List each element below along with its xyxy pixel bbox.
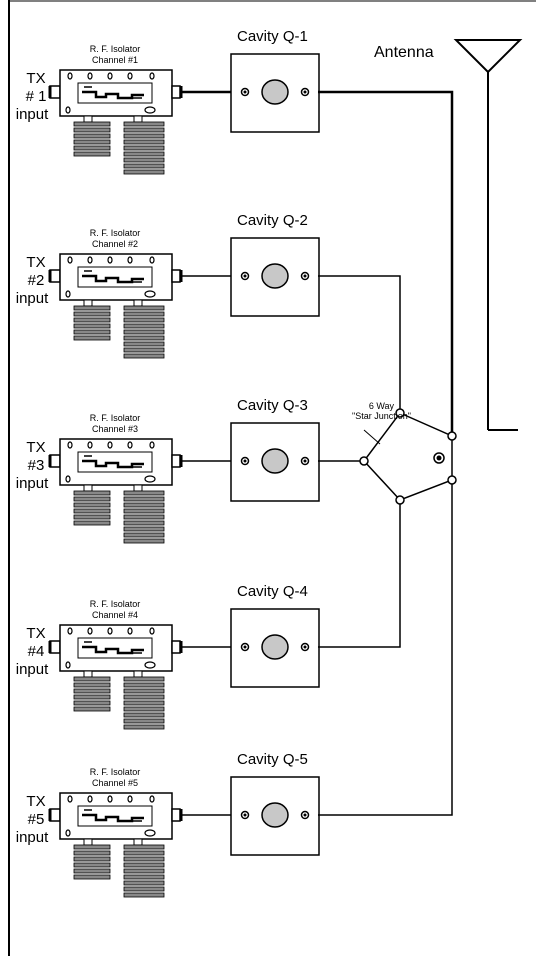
heat-sink	[73, 838, 165, 898]
cavity	[230, 608, 320, 688]
channel-1	[48, 53, 320, 175]
heat-sink	[73, 484, 165, 544]
isolator-output-connector	[171, 808, 181, 822]
rf-isolator	[59, 624, 173, 672]
isolator-label-line1: R. F. Isolator	[89, 413, 141, 423]
cavity-label: Cavity Q-1	[237, 28, 308, 45]
cavity	[230, 776, 320, 856]
isolator-label-line1: R. F. Isolator	[89, 599, 141, 609]
cavity	[230, 53, 320, 133]
channels-group	[48, 53, 320, 898]
tx-label: TX	[26, 439, 46, 456]
cavity-label: Cavity Q-2	[237, 212, 308, 229]
cavity	[230, 237, 320, 317]
star-junction	[359, 408, 457, 505]
antenna-icon	[453, 39, 523, 431]
output-wiring	[318, 90, 454, 816]
tx-input-word: input	[15, 475, 49, 492]
tx-label: TX	[26, 70, 46, 87]
isolator-label-line1: R. F. Isolator	[89, 44, 141, 54]
star-junction-line2: "Star Junction"	[352, 411, 411, 421]
channel-4	[48, 608, 320, 730]
cavity-label: Cavity Q-4	[237, 583, 308, 600]
heat-sink	[73, 670, 165, 730]
tx-channel-number: #2	[27, 272, 45, 289]
tx-label: TX	[26, 625, 46, 642]
isolator-label-line2: Channel #1	[91, 55, 139, 65]
channel-5	[48, 776, 320, 898]
channel-3	[48, 422, 320, 544]
tx-channel-number: #4	[27, 643, 45, 660]
isolator-output-connector	[171, 269, 181, 283]
heat-sink	[73, 115, 165, 175]
antenna-label: Antenna	[374, 44, 434, 61]
rf-isolator	[59, 69, 173, 117]
tx-channel-number: #5	[27, 811, 45, 828]
tx-channel-number: #3	[27, 457, 45, 474]
rf-isolator	[59, 792, 173, 840]
tx-input-word: input	[15, 290, 49, 307]
cavity-label: Cavity Q-5	[237, 751, 308, 768]
star-junction-line1: 6 Way	[368, 401, 395, 411]
heat-sink	[73, 299, 165, 359]
tx-label: TX	[26, 793, 46, 810]
isolator-label-line2: Channel #3	[91, 424, 139, 434]
isolator-output-connector	[171, 640, 181, 654]
isolator-label-line1: R. F. Isolator	[89, 767, 141, 777]
cavity	[230, 422, 320, 502]
tx-channel-number: # 1	[25, 88, 47, 105]
isolator-output-connector	[171, 85, 181, 99]
isolator-label-line2: Channel #5	[91, 778, 139, 788]
isolator-label-line2: Channel #4	[91, 610, 139, 620]
tx-input-word: input	[15, 661, 49, 678]
channel-2	[48, 237, 320, 359]
star-junction-label: 6 Way "Star Junction"	[352, 401, 411, 421]
isolator-output-connector	[171, 454, 181, 468]
isolator-label-line1: R. F. Isolator	[89, 228, 141, 238]
tx-input-word: input	[15, 106, 49, 123]
rf-isolator	[59, 253, 173, 301]
tx-input-word: input	[15, 829, 49, 846]
cavity-label: Cavity Q-3	[237, 397, 308, 414]
tx-label: TX	[26, 254, 46, 271]
isolator-label-line2: Channel #2	[91, 239, 139, 249]
rf-isolator	[59, 438, 173, 486]
